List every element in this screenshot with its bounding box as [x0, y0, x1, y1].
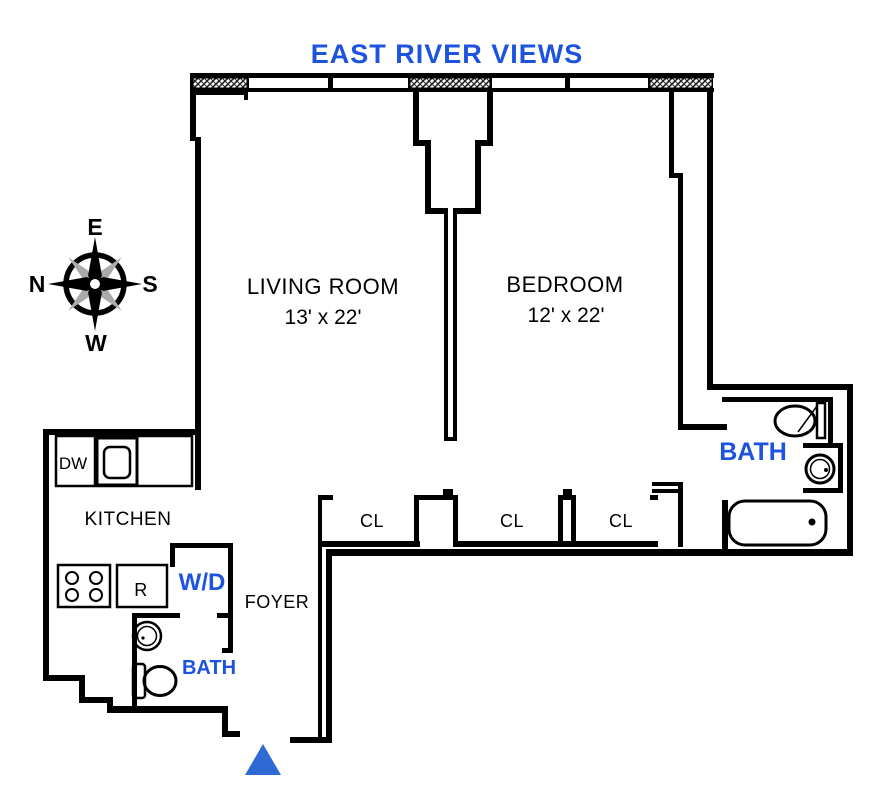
compass-rose: E N S W — [29, 214, 158, 356]
dishwasher-label: DW — [59, 454, 87, 473]
closet-3-label: CL — [609, 511, 633, 531]
sink-icon — [131, 620, 163, 652]
lower-bath-fixtures — [131, 620, 178, 700]
window-bedroom-right — [649, 77, 713, 89]
upper-bath-label: BATH — [719, 438, 787, 466]
windows — [192, 77, 713, 89]
foyer-label: FOYER — [245, 592, 310, 612]
kitchen-fixtures — [54, 434, 194, 609]
living-room-dims: 13' x 22' — [285, 306, 362, 329]
lower-bath-label: BATH — [182, 657, 236, 679]
stove-icon — [56, 563, 112, 609]
closet-2-label: CL — [500, 511, 524, 531]
compass-diagonal-points — [68, 257, 122, 311]
window-living-left — [192, 77, 248, 89]
compass-south-label: S — [142, 271, 157, 297]
compass-cardinal-points — [48, 237, 142, 331]
entry-triangle-icon — [245, 744, 281, 775]
kitchen-sink-cabinet — [95, 436, 139, 487]
kitchen-sink-icon — [102, 445, 132, 480]
living-room-label: LIVING ROOM — [247, 274, 399, 299]
page-title: EAST RIVER VIEWS — [311, 39, 584, 69]
bedroom-label: BEDROOM — [506, 272, 623, 297]
compass-west-label: W — [85, 330, 107, 356]
bedroom-dims: 12' x 22' — [528, 304, 605, 327]
window-center — [409, 77, 491, 89]
sink-icon — [804, 453, 836, 485]
kitchen-label: KITCHEN — [85, 509, 172, 530]
refrigerator-icon — [115, 563, 169, 609]
walls — [43, 73, 853, 743]
toilet-icon — [131, 662, 178, 700]
bathtub-icon — [727, 499, 828, 547]
closet-1-label: CL — [360, 511, 384, 531]
compass-hub — [86, 275, 104, 293]
refrigerator-label: R — [134, 580, 148, 600]
compass-east-label: E — [87, 214, 102, 240]
compass-north-label: N — [29, 271, 46, 297]
upper-bath-fixtures — [727, 401, 836, 547]
toilet-icon — [773, 401, 827, 440]
washer-dryer-label: W/D — [179, 569, 226, 596]
